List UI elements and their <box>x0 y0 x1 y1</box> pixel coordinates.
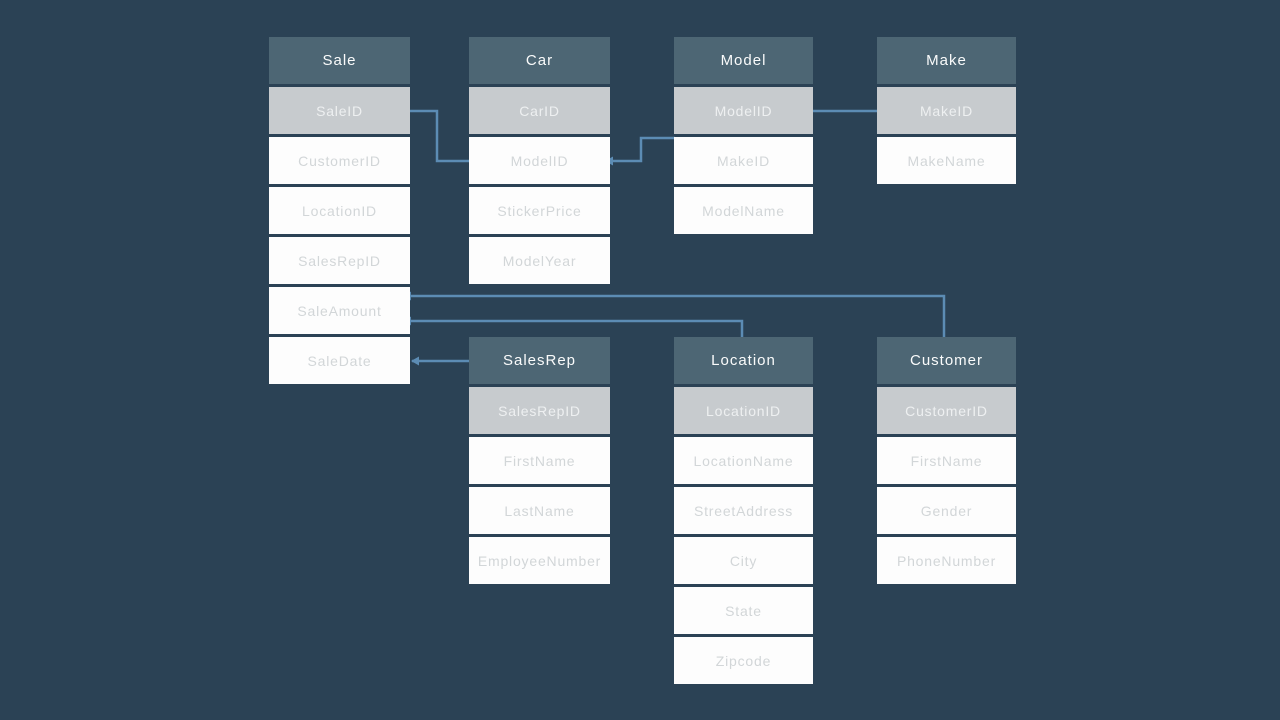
field-salesrep-firstname: FirstName <box>469 437 610 484</box>
connector-sale-to-customer <box>404 294 946 340</box>
field-car-modelyear: ModelYear <box>469 237 610 284</box>
field-make-makeid: MakeID <box>877 87 1016 134</box>
field-sale-salesrepid: SalesRepID <box>269 237 410 284</box>
field-salesrep-salesrepid: SalesRepID <box>469 387 610 434</box>
field-location-city: City <box>674 537 813 584</box>
table-title-salesrep: SalesRep <box>469 337 610 384</box>
field-car-stickerprice: StickerPrice <box>469 187 610 234</box>
field-sale-saleid: SaleID <box>269 87 410 134</box>
field-location-locationname: LocationName <box>674 437 813 484</box>
field-model-modelid: ModelID <box>674 87 813 134</box>
table-title-car: Car <box>469 37 610 84</box>
field-location-locationid: LocationID <box>674 387 813 434</box>
field-model-makeid: MakeID <box>674 137 813 184</box>
field-customer-gender: Gender <box>877 487 1016 534</box>
field-make-makename: MakeName <box>877 137 1016 184</box>
field-sale-locationid: LocationID <box>269 187 410 234</box>
connector-sale-saleid-to-car-modelid <box>403 109 470 163</box>
table-title-make: Make <box>877 37 1016 84</box>
field-car-modelid: ModelID <box>469 137 610 184</box>
field-model-modelname: ModelName <box>674 187 813 234</box>
table-title-location: Location <box>674 337 813 384</box>
table-title-sale: Sale <box>269 37 410 84</box>
connector-sale-to-location <box>404 319 744 340</box>
field-salesrep-lastname: LastName <box>469 487 610 534</box>
connector-car-modelid-to-model <box>606 136 675 163</box>
field-sale-saleamount: SaleAmount <box>269 287 410 334</box>
connector-arrowhead-icon <box>411 356 419 366</box>
field-location-zipcode: Zipcode <box>674 637 813 684</box>
field-customer-firstname: FirstName <box>877 437 1016 484</box>
table-title-customer: Customer <box>877 337 1016 384</box>
field-salesrep-employeenumber: EmployeeNumber <box>469 537 610 584</box>
field-location-streetaddress: StreetAddress <box>674 487 813 534</box>
field-customer-phonenumber: PhoneNumber <box>877 537 1016 584</box>
table-title-model: Model <box>674 37 813 84</box>
field-location-state: State <box>674 587 813 634</box>
field-car-carid: CarID <box>469 87 610 134</box>
field-sale-saledate: SaleDate <box>269 337 410 384</box>
field-customer-customerid: CustomerID <box>877 387 1016 434</box>
field-sale-customerid: CustomerID <box>269 137 410 184</box>
